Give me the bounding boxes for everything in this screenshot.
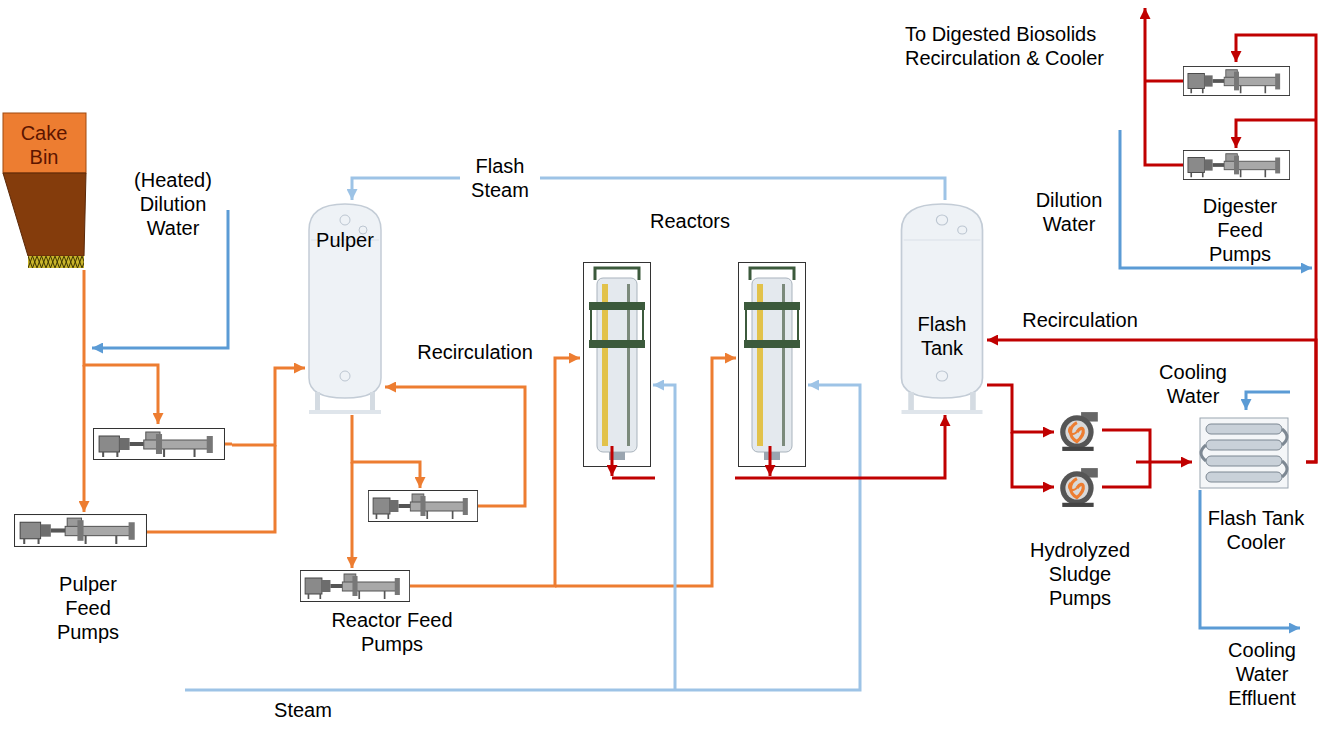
stream-label: Cooling Water Effluent: [1212, 638, 1312, 710]
pump-group: Digester Feed Pumps: [1178, 62, 1302, 268]
heat-exchanger: Flash Tank Cooler: [1192, 410, 1306, 590]
flow-line: [987, 340, 1316, 462]
stream-label: Dilution Water: [1024, 188, 1114, 236]
flow-line: [1136, 461, 1192, 464]
flow-line: [987, 385, 1024, 432]
process-vessel: Pulper: [305, 200, 385, 415]
node-label: Flash Tank: [902, 312, 982, 360]
storage-bin: Cake Bin: [3, 113, 86, 270]
node-label: Pulper: [305, 228, 385, 252]
stream-label: Steam: [248, 698, 358, 722]
flow-line: [482, 358, 580, 586]
pump-group: Reactor Feed Pumps: [298, 488, 482, 658]
flow-line: [232, 368, 305, 445]
pump-group: Hydrolyzed Sludge Pumps: [1024, 410, 1136, 635]
flow-line: [84, 270, 158, 424]
flow-line: [385, 387, 525, 506]
flow-line: [825, 415, 945, 478]
reactor-group: Reactors: [580, 205, 825, 487]
flow-line: [352, 415, 420, 488]
flow-label: Recirculation: [405, 340, 545, 364]
pump-group: Pulper Feed Pumps: [10, 424, 232, 654]
node-label: Digester Feed Pumps: [1184, 194, 1296, 266]
node-label: Flash Tank Cooler: [1206, 506, 1306, 554]
node-label: Cake Bin: [9, 121, 79, 169]
node-label: Reactor Feed Pumps: [322, 608, 462, 656]
stream-label: (Heated) Dilution Water: [127, 168, 219, 240]
stream-label: Cooling Water: [1150, 360, 1236, 408]
flow-label: Recirculation: [1010, 308, 1150, 332]
node-label: Hydrolyzed Sludge Pumps: [1024, 538, 1136, 610]
flow-line: [352, 178, 945, 200]
node-label: Pulper Feed Pumps: [48, 572, 128, 644]
heat-exchanger: [1200, 418, 1288, 488]
stream-label: To Digested Biosolids Recirculation & Co…: [905, 22, 1137, 70]
flow-label: Flash Steam: [460, 154, 540, 202]
process-vessel: Flash Tank: [897, 200, 987, 415]
node-label: Reactors: [630, 209, 750, 233]
